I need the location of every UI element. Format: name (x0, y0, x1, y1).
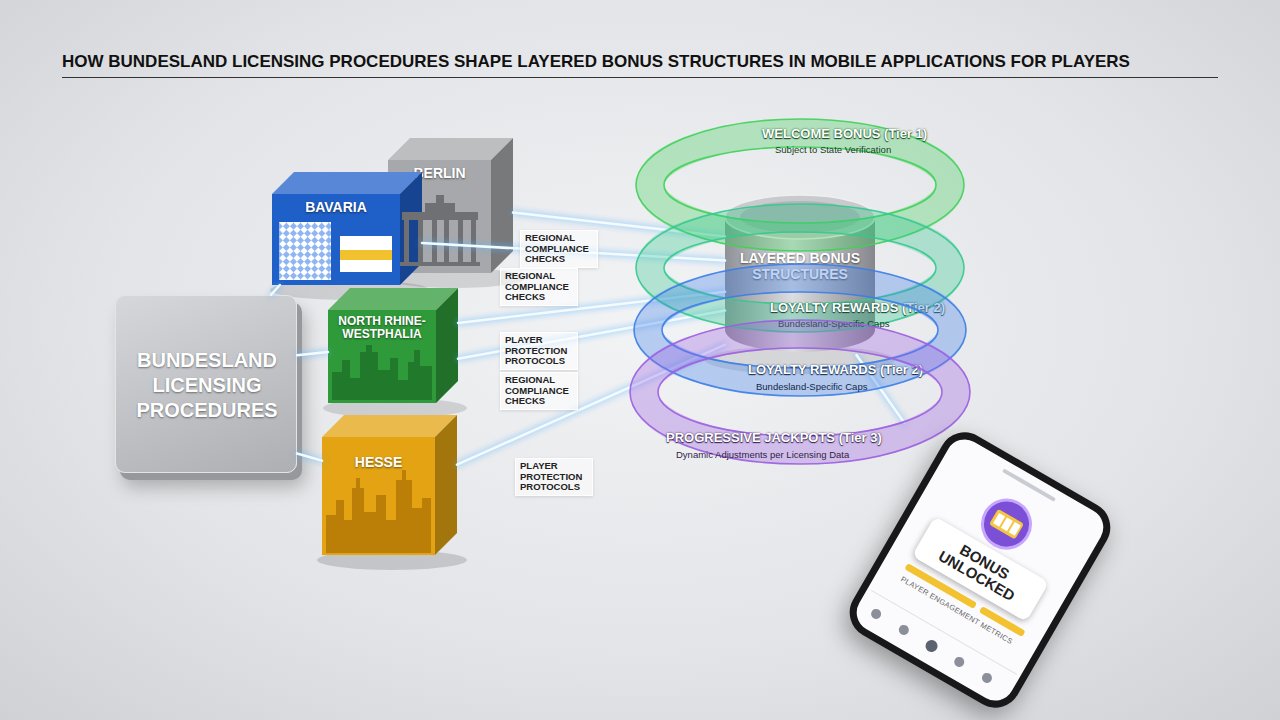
edge-label: PLAYER PROTECTION PROTOCOLS (500, 332, 578, 370)
bonus-ring: PROGRESSIVE JACKPOTS (Tier 3) Dynamic Adj… (624, 314, 976, 470)
cube-top (272, 172, 422, 194)
box-label: BUNDESLAND LICENSING PROCEDURES (126, 348, 288, 423)
edge-label: REGIONAL COMPLIANCE CHECKS (500, 268, 578, 306)
cube-shape (272, 172, 422, 285)
tier-name: PROGRESSIVE JACKPOTS (Tier 3) (666, 430, 882, 445)
cube-side (491, 138, 513, 273)
connector-line (457, 345, 725, 465)
bonus-card: BONUS UNLOCKED (912, 516, 1049, 622)
diagram-title: HOW BUNDESLAND LICENSING PROCEDURES SHAP… (62, 52, 1218, 78)
connector-line (458, 292, 725, 323)
tier-name: LOYALTY REWARDS (Tier 2) (748, 362, 923, 377)
cube-front (272, 194, 400, 285)
ring-edge (630, 320, 970, 464)
phone-screen: PLAYER ENGAGEMENT METRICSBONUS UNLOCKED (840, 423, 1120, 717)
state-name: NORTH RHINE-WESTPHALIA (334, 315, 430, 341)
state-cube: NORTH RHINE-WESTPHALIA (328, 288, 458, 403)
state-name: BAVARIA (278, 200, 394, 215)
connector-line (271, 285, 280, 295)
cube-side (435, 415, 457, 555)
state-cube: HESSE (322, 415, 457, 555)
cube-top (388, 138, 513, 160)
cube-top (328, 288, 458, 310)
tier-note: Bundesland-Specific Caps (756, 381, 867, 392)
ring-band (644, 334, 956, 450)
cube-side (400, 172, 422, 285)
tier-note: Subject to State Verification (775, 144, 891, 155)
connector-line (297, 352, 328, 355)
tier-name: WELCOME BONUS (Tier 1) (762, 126, 927, 141)
cube-side (436, 288, 458, 403)
connector-line (857, 355, 905, 423)
cube-front (328, 310, 436, 403)
ring-shape (624, 314, 976, 470)
cube-top (322, 415, 457, 437)
cube-front (322, 437, 435, 555)
cube-shape (322, 415, 457, 555)
licensing-box: BUNDESLAND LICENSING PROCEDURES (115, 295, 297, 473)
edge-label: REGIONAL COMPLIANCE CHECKS (520, 230, 598, 268)
connector-line (297, 454, 322, 461)
state-name: HESSE (328, 455, 429, 470)
cube-shape (328, 288, 458, 403)
edge-label: PLAYER PROTECTION PROTOCOLS (515, 458, 593, 496)
connector-line (458, 311, 725, 359)
state-cube: BAVARIA (272, 172, 422, 285)
edge-label: REGIONAL COMPLIANCE CHECKS (500, 372, 578, 410)
tier-note: Dynamic Adjustments per Licensing Data (676, 449, 849, 460)
ring-edge (658, 348, 942, 436)
